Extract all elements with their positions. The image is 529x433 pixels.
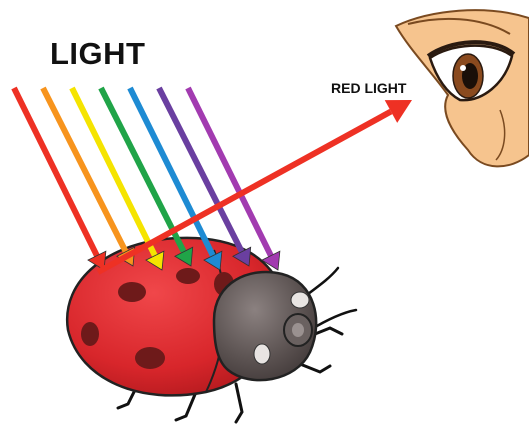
reflected-red-ray <box>98 100 412 272</box>
red-light-label: RED LIGHT <box>331 80 406 96</box>
light-label: LIGHT <box>50 36 146 72</box>
reflected-ray-line <box>98 112 391 272</box>
eye-icon <box>396 10 529 166</box>
